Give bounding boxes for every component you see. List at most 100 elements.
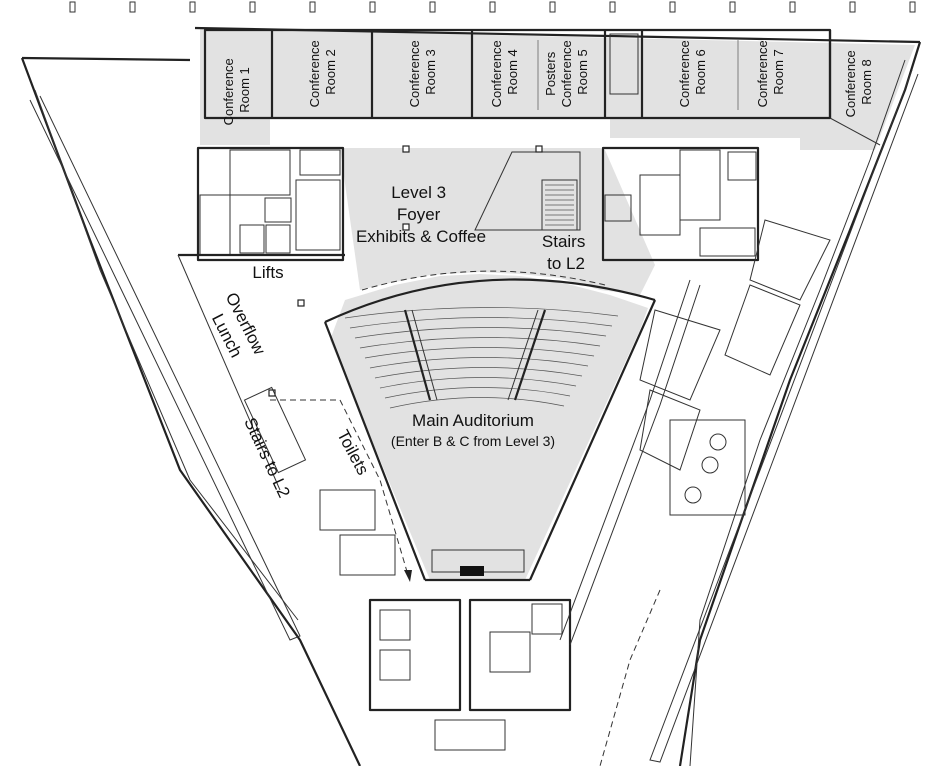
label-lifts: Lifts [252,263,283,282]
room-8-edge [829,117,881,146]
grid-marker [129,1,136,13]
right-stair-block [639,174,681,236]
right-room-d [639,389,701,471]
seat-row [389,397,565,409]
grid-marker [549,1,556,13]
bottom-wc-2 [379,649,411,681]
label-conference-room-4: Conference Room 4 [489,37,520,108]
aisle-right-2 [507,309,539,401]
label-conference-room-2: Conference Room 2 [307,37,338,108]
right-dashed-route [599,589,661,766]
left-toilet-block [199,194,231,256]
label-main-auditorium: Main Auditorium [412,411,534,430]
column [402,145,410,153]
left-core-frame [196,146,345,262]
tank-room [669,419,746,516]
left-core [196,146,345,262]
right-core-frame [601,146,760,262]
label-conference-room-3: Conference Room 3 [407,37,438,108]
auditorium-shade [330,274,648,580]
auditorium-rear-wall [324,278,656,323]
bottom-lift [531,603,563,635]
bottom-lobby [434,719,506,751]
label-conference-room-1: Conference Room 1 [221,55,252,126]
side-room-2 [339,534,396,576]
bottom-stair [489,631,531,673]
right-room-b [724,284,801,376]
label-foyer: Level 3 Foyer Exhibits & Coffee [356,183,486,246]
aisle-right [513,309,547,401]
bottom-core [368,598,572,751]
foyer-stair-treads [545,184,574,226]
left-stair-block [229,149,291,196]
right-room-c [639,309,721,401]
tank [701,456,719,474]
left-stair-flight [243,386,307,474]
column [402,223,410,231]
seat-row [379,377,577,389]
grid-marker [69,1,76,13]
auditorium-right-wall [528,299,657,581]
balcony-rail-left [29,95,301,641]
tank [684,486,702,504]
right-lift-1 [604,194,632,222]
grid-marker [249,1,256,13]
outer-wall-right-inner [689,59,906,766]
lift-shaft-1 [239,224,265,254]
aisle-left [403,309,432,401]
label-auditorium-note: (Enter B & C from Level 3) [391,433,555,449]
grid-marker [369,1,376,13]
seat-row [344,307,619,319]
bottom-core-left [368,598,462,712]
right-wing-inner-wall-2 [569,284,701,646]
auditorium-left-wall [323,321,427,581]
grid-marker [429,1,436,13]
label-stairs-to-l2-upper: Stairs to L2 [542,232,590,273]
grid-marker [909,1,916,13]
grid-marker [489,1,496,13]
right-wing [559,219,831,766]
grid-marker [189,1,196,13]
column [297,299,305,307]
seat-row [354,327,607,339]
left-stair-right [295,179,341,251]
left-wc [299,149,341,176]
column [535,145,543,153]
tank [709,433,727,451]
conference-walls [203,28,881,146]
grid-marker [669,1,676,13]
label-posters-conference-room-5: Posters Conference Room 5 [543,37,590,108]
grid-marker [309,1,316,13]
label-conference-room-7: Conference Room 7 [755,37,786,108]
bottom-core-right [468,598,572,712]
right-lift-2 [727,151,757,181]
label-overflow-lunch: Overflow Lunch [202,289,271,372]
auditorium-dashed-arc [361,270,606,291]
right-stair-block-2 [679,149,721,221]
right-toilets [699,227,756,257]
auditorium [323,270,657,582]
seat-rows [344,307,619,409]
right-wing-inner-wall [559,279,691,641]
toilets-dashed-route [270,399,409,576]
stage-stairs [460,566,484,576]
top-grid-markers [69,1,916,13]
side-room-1 [319,489,376,531]
grid-marker [729,1,736,13]
outer-wall-right [678,41,922,766]
foyer-shade [340,148,655,295]
lift-shaft-2 [265,224,291,254]
seat-row [364,347,595,359]
right-room-a [749,219,831,301]
seat-row [374,367,583,379]
label-stairs-to-l2-left: Stairs to L2 [240,415,294,501]
grid-marker [609,1,616,13]
aisle-left-2 [411,309,438,401]
seat-row [384,387,571,399]
seat-row [359,337,601,349]
grid-marker [789,1,796,13]
outer-wall-left [21,56,191,62]
overflow-wall [177,254,281,491]
balcony-rail-right [649,69,919,763]
